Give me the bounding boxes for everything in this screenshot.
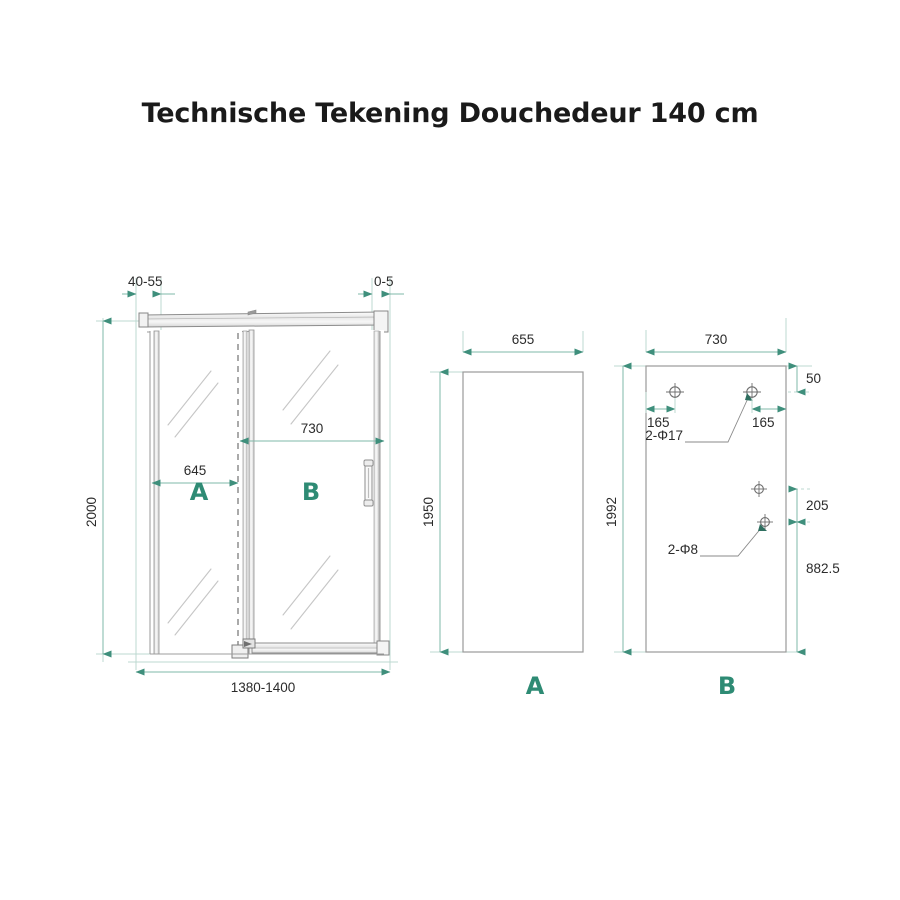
panel-b-outline [645, 365, 787, 653]
dim-hole-inset-left-label: 165 [647, 415, 670, 430]
door-handle [363, 459, 374, 507]
bottom-rail [150, 638, 390, 659]
dim-right-gap-label: 0-5 [374, 274, 394, 289]
dim-overall-width-label: 1380-1400 [231, 680, 296, 695]
dim-hole-gap-label: 205 [806, 498, 829, 513]
roller-guide-block [231, 638, 256, 659]
dim-hole-gap: 205 [788, 485, 829, 526]
panel-b-detail-group: 2-Φ17 2-Φ8 730 1992 [604, 318, 840, 700]
dim-panel-a-detail-width-label: 655 [512, 332, 535, 347]
dim-hole-inset-left: 165 [645, 392, 676, 430]
page-title: Technische Tekening Douchedeur 140 cm [141, 98, 759, 129]
panel-b-glass [237, 329, 384, 655]
dim-top-offset: 50 [788, 362, 821, 396]
glass-reflection-b [282, 350, 339, 630]
dim-panel-b-detail-width-label: 730 [705, 332, 728, 347]
dim-panel-b-width: 730 [239, 421, 385, 445]
top-rail [138, 309, 389, 333]
panel-b-view-label: B [718, 672, 736, 700]
dim-panel-a-width-label: 645 [184, 463, 207, 478]
dim-panel-a-detail-width: 655 [462, 332, 584, 356]
panel-a-outline [462, 371, 584, 653]
panel-b-hole-bottom-lower [757, 514, 773, 530]
dim-panel-b-detail-width: 730 [645, 332, 787, 356]
dim-panel-b-detail-height-label: 1992 [604, 497, 619, 527]
dim-hole-inset-right: 165 [751, 398, 787, 430]
dim-overall-width: 1380-1400 [135, 668, 391, 695]
dim-panel-a-detail-height: 1950 [421, 368, 449, 656]
front-elevation-group: 40-55 0-5 2000 645 [84, 274, 404, 695]
hole-spec-bottom-label: 2-Φ8 [668, 542, 698, 557]
dim-right-gap: 0-5 [358, 274, 404, 298]
dim-panel-a-detail-height-label: 1950 [421, 497, 436, 527]
dim-panel-b-detail-height: 1992 [604, 362, 632, 656]
glass-reflection-a [167, 370, 219, 636]
panel-b-hole-bottom-upper [751, 481, 767, 497]
dim-overall-height: 2000 [84, 317, 112, 658]
leader-hole-spec-bottom: 2-Φ8 [668, 524, 767, 557]
dim-bottom-offset-label: 882.5 [806, 561, 840, 576]
panel-a-detail-group: 655 1950 A [421, 331, 584, 700]
dim-panel-a-width: 645 [151, 463, 239, 487]
panel-a-view-label: A [526, 672, 545, 700]
dim-bottom-offset: 882.5 [788, 518, 840, 656]
dim-left-gap-label: 40-55 [128, 274, 163, 289]
panel-a-glass [149, 330, 242, 655]
dim-left-gap: 40-55 [122, 274, 175, 298]
dim-hole-inset-right-label: 165 [752, 415, 775, 430]
dim-panel-b-width-label: 730 [301, 421, 324, 436]
hole-spec-top-label: 2-Φ17 [645, 428, 683, 443]
dim-top-offset-label: 50 [806, 371, 821, 386]
leader-hole-spec-top: 2-Φ17 [645, 393, 753, 443]
dim-overall-height-label: 2000 [84, 497, 99, 527]
front-panel-b-label: B [302, 478, 320, 506]
front-panel-a-label: A [190, 478, 209, 506]
